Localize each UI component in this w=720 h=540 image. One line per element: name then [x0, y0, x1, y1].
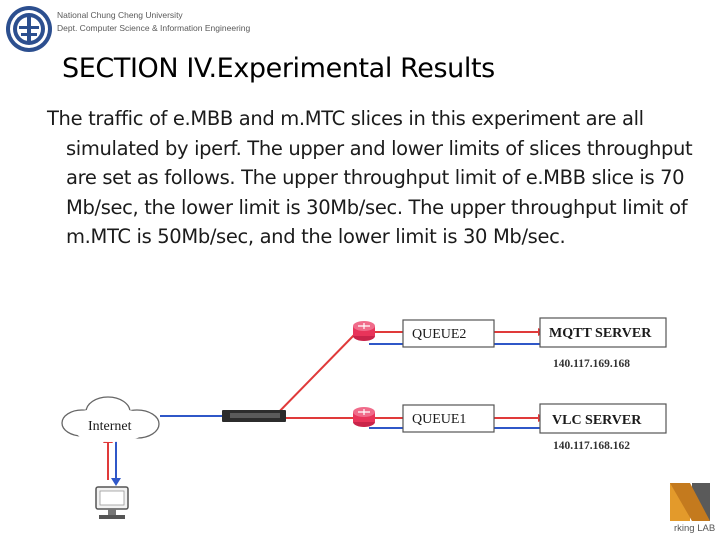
mqtt-server-ip: 140.117.169.168 [553, 358, 630, 370]
slide-body-text: The traffic of e.MBB and m.MTC slices in… [47, 107, 693, 248]
internet-cloud-icon [61, 396, 160, 442]
router-icon-bottom [353, 407, 375, 427]
queue1-box [402, 404, 495, 433]
lab-logo-label: rking LAB [674, 523, 715, 534]
queue1-label: QUEUE1 [412, 412, 466, 427]
router-icon-top [353, 321, 375, 341]
mqtt-server-label: MQTT SERVER [549, 326, 652, 341]
networking-lab-logo [670, 483, 710, 521]
internet-label: Internet [88, 419, 132, 434]
department-name: Dept. Computer Science & Information Eng… [57, 23, 251, 33]
mqtt-server-box [539, 317, 667, 348]
university-name: National Chung Cheng University [57, 10, 183, 20]
queue2-box [402, 319, 495, 348]
vlc-server-ip: 140.117.168.162 [553, 440, 630, 452]
network-topology-diagram: Internet QUEUE2 QUEUE1 MQTT SERVER 140.1… [61, 317, 715, 534]
university-header: National Chung Cheng University Dept. Co… [57, 9, 250, 35]
slide-title: SECTION IV.Experimental Results [62, 53, 495, 84]
client-computer-icon [95, 486, 129, 519]
vlc-server-box [539, 403, 667, 434]
network-switch-icon [222, 410, 286, 422]
blue-links [115, 343, 540, 480]
university-seal-logo [6, 6, 52, 52]
queue2-label: QUEUE2 [412, 327, 466, 342]
red-links [107, 331, 540, 480]
vlc-server-label: VLC SERVER [552, 413, 642, 428]
